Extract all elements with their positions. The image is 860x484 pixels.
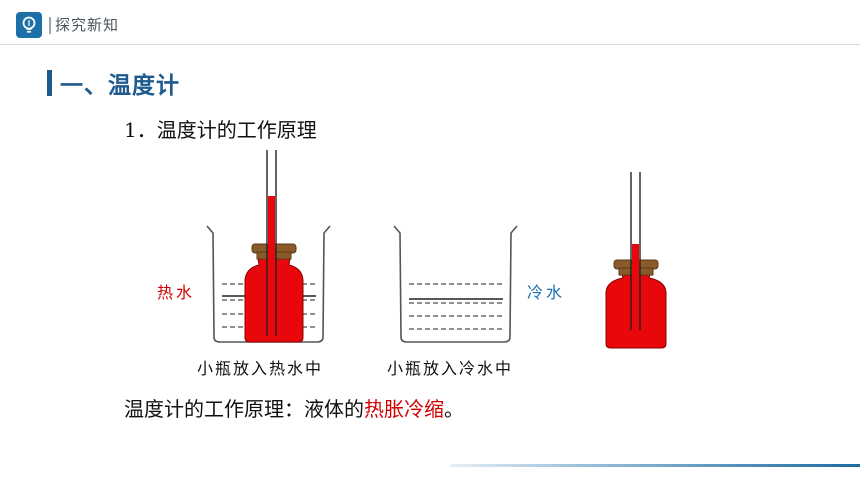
logo-lightbulb-icon (16, 12, 42, 38)
section-title: 一、温度计 (60, 73, 180, 99)
conclusion-highlight: 热胀冷缩 (364, 397, 444, 421)
section-title-bar (47, 70, 52, 96)
header-title: 探究新知 (55, 16, 120, 34)
thermometer-principle-diagram (206, 150, 667, 349)
hot-water-beaker (206, 150, 331, 343)
subsection-title: 1．温度计的工作原理 (124, 118, 317, 142)
cold-water-label: 冷水 (527, 283, 566, 302)
hot-water-label: 热水 (157, 283, 196, 302)
conclusion-prefix: 温度计的工作原理：液体的 (124, 397, 364, 421)
header-separator (49, 17, 51, 34)
cold-bottle (605, 172, 667, 349)
footer-decoration-line (450, 464, 860, 467)
cold-water-beaker (393, 225, 518, 343)
hot-bottle (244, 150, 304, 343)
header-divider (0, 44, 860, 45)
conclusion-suffix: 。 (444, 397, 464, 421)
lightbulb-icon (22, 16, 36, 33)
cold-water-caption: 小瓶放入冷水中 (387, 359, 514, 378)
hot-water-caption: 小瓶放入热水中 (197, 359, 324, 378)
cold-water-lines (409, 283, 503, 330)
conclusion-text: 温度计的工作原理：液体的热胀冷缩。 (124, 393, 464, 422)
